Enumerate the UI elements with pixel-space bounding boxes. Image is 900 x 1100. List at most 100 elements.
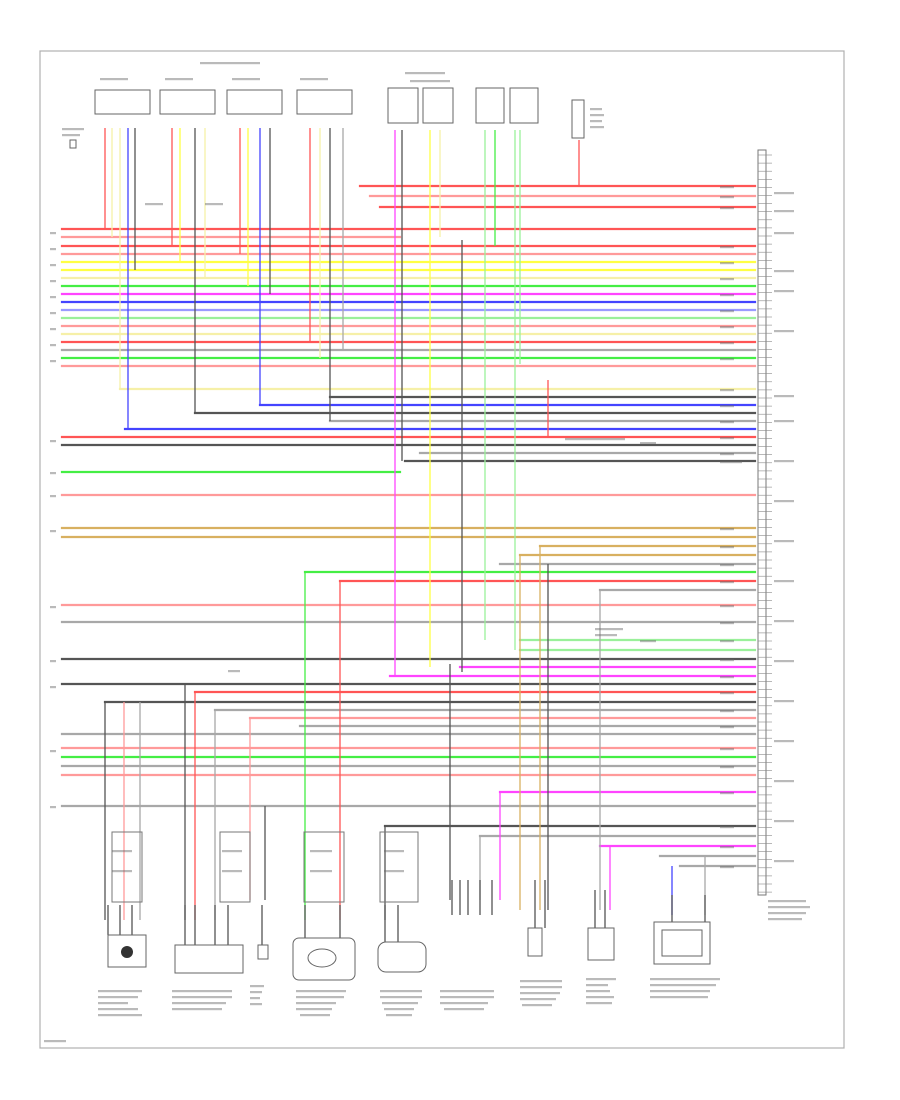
label-mark-66 [720, 692, 734, 695]
label-mark-11 [590, 126, 604, 129]
label-mark-15 [205, 203, 223, 206]
label-mark-14 [145, 203, 163, 206]
label-mark-114 [296, 1008, 332, 1011]
label-mark-76 [774, 210, 794, 213]
label-mark-80 [774, 330, 794, 333]
label-mark-73 [720, 846, 734, 849]
top-connector-9 [571, 99, 585, 139]
ecm-pin-group [758, 154, 772, 893]
label-mark-144 [310, 850, 332, 853]
label-mark-35 [640, 442, 656, 445]
label-mark-46 [720, 294, 734, 297]
label-mark-92 [774, 820, 794, 823]
label-mark-111 [296, 990, 346, 993]
top-connector-5 [387, 87, 419, 124]
label-mark-58 [720, 546, 734, 549]
label-mark-18 [50, 264, 56, 267]
label-mark-140 [112, 850, 132, 853]
label-mark-41 [720, 196, 734, 199]
label-mark-110 [250, 1003, 262, 1006]
label-mark-56 [720, 461, 742, 464]
label-mark-131 [586, 984, 608, 987]
label-mark-90 [774, 740, 794, 743]
ecm-connector-strip [757, 149, 767, 896]
label-mark-105 [172, 1002, 226, 1005]
label-mark-130 [586, 978, 616, 981]
label-mark-145 [310, 870, 332, 873]
label-mark-96 [768, 912, 806, 915]
label-mark-79 [774, 290, 794, 293]
label-mark-9 [590, 114, 604, 117]
label-mark-102 [98, 1014, 142, 1017]
label-mark-133 [586, 996, 614, 999]
diagram-frame [39, 50, 845, 1049]
label-mark-44 [720, 262, 734, 265]
illegible-label-marks [44, 62, 810, 1043]
label-mark-116 [380, 990, 422, 993]
top-connector-8 [509, 87, 539, 124]
label-mark-113 [296, 1002, 336, 1005]
label-mark-91 [774, 780, 794, 783]
label-mark-108 [250, 991, 262, 994]
label-mark-107 [250, 985, 264, 988]
label-mark-53 [720, 421, 734, 424]
top-ground-terminal [69, 139, 77, 149]
label-mark-36 [595, 628, 623, 631]
top-connector-6 [422, 87, 454, 124]
component-2 [174, 944, 244, 974]
label-mark-67 [720, 710, 734, 713]
label-mark-43 [720, 246, 734, 249]
label-mark-26 [50, 472, 56, 475]
label-mark-16 [50, 232, 56, 235]
label-mark-65 [720, 676, 734, 679]
label-mark-86 [774, 580, 794, 583]
label-mark-109 [250, 997, 260, 1000]
label-mark-115 [300, 1014, 330, 1017]
inline-connector-2 [219, 831, 251, 903]
label-mark-51 [720, 389, 734, 392]
label-mark-129 [522, 1004, 552, 1007]
label-mark-118 [382, 1002, 418, 1005]
top-connector-7 [475, 87, 505, 124]
label-mark-32 [50, 750, 56, 753]
label-mark-23 [50, 344, 56, 347]
inline-connectors [111, 831, 419, 903]
label-mark-124 [444, 1008, 484, 1011]
label-mark-27 [50, 495, 56, 498]
label-mark-69 [720, 748, 734, 751]
label-mark-83 [774, 460, 794, 463]
label-mark-121 [440, 990, 494, 993]
component-4-symbol [307, 948, 337, 968]
label-mark-30 [50, 660, 56, 663]
label-mark-75 [774, 192, 794, 195]
label-mark-12 [62, 128, 84, 131]
label-mark-10 [590, 120, 602, 123]
label-mark-22 [50, 328, 56, 331]
label-mark-63 [720, 640, 734, 643]
label-mark-88 [774, 660, 794, 663]
inline-connector-1 [111, 831, 143, 903]
label-mark-119 [384, 1008, 414, 1011]
component-3 [257, 944, 269, 960]
label-mark-34 [565, 438, 625, 441]
component-7 [587, 927, 615, 961]
label-mark-126 [520, 986, 562, 989]
label-mark-38 [640, 640, 656, 643]
wire-group [60, 184, 757, 868]
label-mark-95 [768, 906, 810, 909]
label-mark-48 [720, 326, 734, 329]
label-mark-125 [520, 980, 562, 983]
label-mark-103 [172, 990, 232, 993]
label-mark-98 [98, 990, 142, 993]
label-mark-81 [774, 395, 794, 398]
label-mark-55 [720, 453, 734, 456]
label-mark-123 [440, 1002, 488, 1005]
top-connectors [69, 87, 585, 149]
label-mark-54 [720, 437, 734, 440]
label-mark-47 [720, 310, 734, 313]
component-5 [377, 941, 427, 973]
label-mark-68 [720, 726, 734, 729]
label-mark-143 [222, 870, 242, 873]
label-mark-138 [650, 996, 708, 999]
